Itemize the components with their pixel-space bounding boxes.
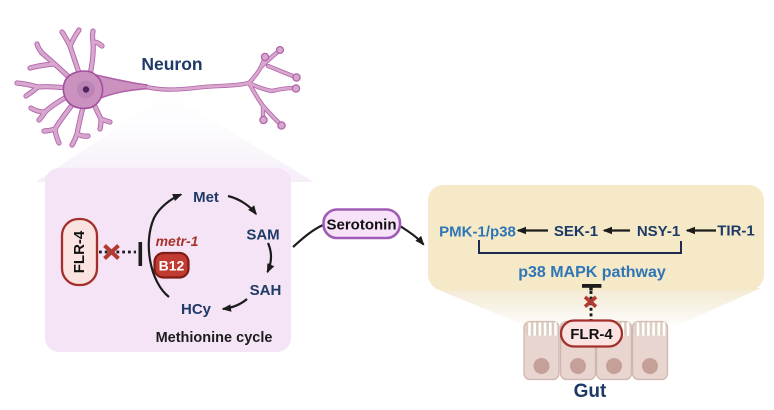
- svg-text:p38 MAPK pathway: p38 MAPK pathway: [518, 264, 666, 281]
- svg-text:PMK-1/p38: PMK-1/p38: [439, 224, 516, 241]
- svg-text:Gut: Gut: [574, 381, 607, 402]
- svg-text:Neuron: Neuron: [141, 54, 202, 74]
- svg-text:FLR-4: FLR-4: [71, 230, 88, 273]
- svg-text:SEK-1: SEK-1: [554, 223, 598, 240]
- svg-text:HCy: HCy: [181, 301, 212, 318]
- svg-text:B12: B12: [159, 258, 185, 274]
- svg-text:SAH: SAH: [250, 282, 282, 299]
- svg-text:metr-1: metr-1: [156, 233, 199, 249]
- svg-text:Serotonin: Serotonin: [327, 217, 397, 234]
- svg-text:FLR-4: FLR-4: [570, 326, 613, 343]
- svg-text:Met: Met: [193, 189, 219, 206]
- svg-text:TIR-1: TIR-1: [717, 223, 755, 240]
- svg-text:NSY-1: NSY-1: [637, 223, 680, 240]
- svg-text:SAM: SAM: [246, 227, 279, 244]
- svg-text:Methionine cycle: Methionine cycle: [156, 330, 273, 346]
